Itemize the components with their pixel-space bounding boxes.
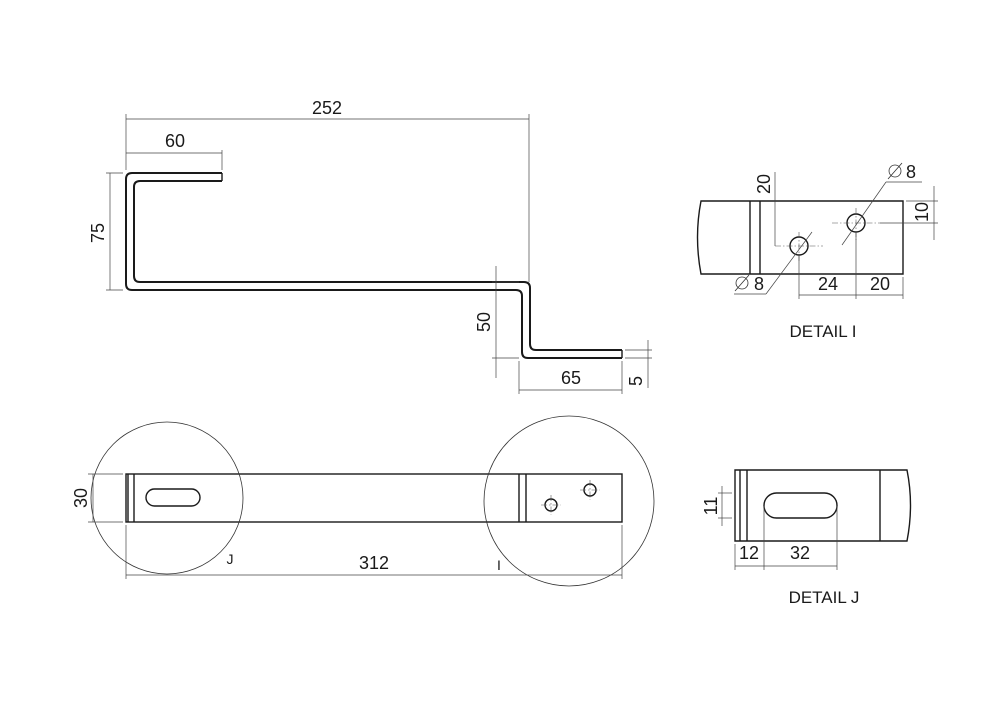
dim-offset-vertical: 20 (754, 174, 774, 194)
dim-top-hook: 60 (165, 131, 185, 151)
label-detail-j: J (227, 551, 234, 567)
flat-bar-outline (125, 473, 623, 523)
dim-step-height: 50 (474, 312, 494, 332)
dim-overall-length: 252 (312, 98, 342, 118)
dim-hole-spacing: 24 (818, 274, 838, 294)
label-detail-i: I (497, 557, 501, 573)
side-view: 252 60 75 50 65 5 (88, 98, 652, 394)
dim-hole-lower: 8 (754, 274, 764, 294)
detail-i-outline (696, 200, 904, 275)
diameter-icon-upper (888, 164, 902, 178)
dim-slot-offset: 12 (739, 543, 759, 563)
detail-j-marker-circle (90, 421, 244, 575)
slot-hole (145, 488, 201, 507)
detail-i-marker-circle (483, 415, 655, 587)
dim-thickness: 5 (626, 376, 646, 386)
detail-j-outline (734, 469, 912, 542)
detail-j-caption: DETAIL J (789, 588, 860, 607)
diameter-icon-lower (735, 276, 749, 290)
leader-hole-upper (841, 181, 887, 246)
detail-j-slot (763, 492, 838, 519)
dim-length: 312 (359, 553, 389, 573)
detail-j: 11 12 32 DETAIL J (701, 469, 912, 607)
leader-hole-lower (765, 231, 813, 295)
detail-i-caption: DETAIL I (789, 322, 856, 341)
dim-slot-length: 32 (790, 543, 810, 563)
hook-profile-outer (125, 172, 622, 359)
dim-foot-length: 65 (561, 368, 581, 388)
dim-end-offset: 20 (870, 274, 890, 294)
dim-hole-upper: 8 (906, 162, 916, 182)
plan-view: 30 312 J I (71, 415, 655, 587)
hook-profile-inner (133, 180, 622, 351)
dim-width: 30 (71, 488, 91, 508)
dim-top-height: 75 (88, 223, 108, 243)
dim-slot-width: 11 (701, 497, 721, 516)
dim-edge-offset: 10 (912, 202, 932, 222)
detail-i: 8 8 20 10 24 20 DETAIL I (696, 162, 938, 341)
